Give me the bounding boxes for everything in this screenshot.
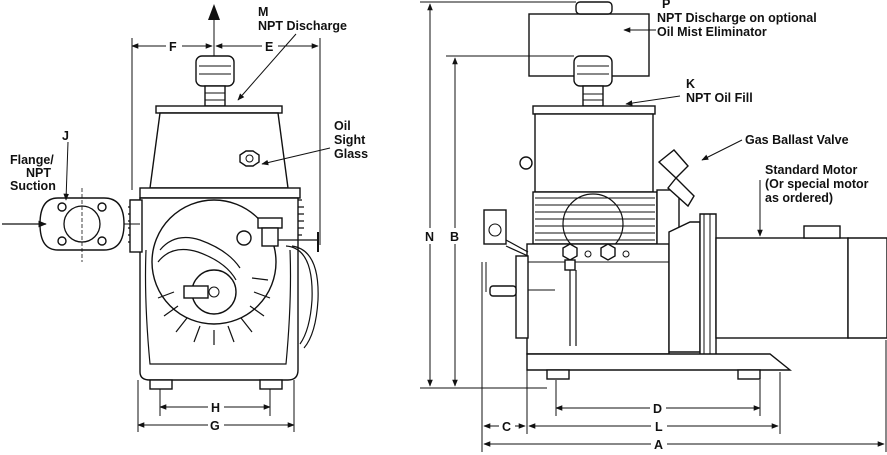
dim-n: N: [425, 230, 434, 244]
oil-reservoir-housing: [149, 112, 289, 189]
reservoir-top-plate: [532, 105, 656, 115]
oil-reservoir: [534, 113, 654, 193]
flange-bolt-hole: [57, 202, 67, 212]
callout-p-line2: Oil Mist Eliminator: [657, 25, 767, 39]
flange-bolt-hole: [97, 236, 107, 246]
flange-bolt-hole: [97, 202, 107, 212]
oil-fill-fitting: [582, 85, 604, 107]
dim-e: E: [265, 40, 273, 54]
base-frame: [526, 353, 792, 371]
base-foot-right: [737, 369, 761, 380]
dim-d: D: [653, 402, 662, 416]
callout-m-text: NPT Discharge: [258, 19, 347, 33]
dim-g: G: [210, 419, 220, 433]
motor-flange: [699, 213, 717, 359]
upper-band: [139, 187, 301, 199]
callout-oil-line3: Glass: [334, 147, 368, 161]
callout-flange-line1: Flange/: [10, 153, 54, 167]
dim-l: L: [655, 420, 663, 434]
callout-k-text: NPT Oil Fill: [686, 91, 753, 105]
motor-conduit-box: [803, 225, 841, 239]
callout-oil-line2: Sight: [334, 133, 366, 147]
drain-fitting-side: [564, 259, 576, 271]
suction-flange-side: [483, 209, 507, 245]
gas-ballast-stem: [667, 176, 695, 208]
callout-flange-line3: Suction: [10, 179, 56, 193]
front-view: [2, 4, 331, 433]
side-lower-housing: [526, 243, 670, 355]
callout-motor-line1: Standard Motor: [765, 163, 857, 177]
ballast-knob: [236, 230, 252, 246]
callout-j-letter: J: [62, 129, 69, 143]
suction-end-plate: [515, 255, 529, 339]
handle: [489, 285, 517, 297]
suction-neck: [129, 199, 143, 253]
finned-block: [532, 191, 658, 245]
side-fins: [535, 197, 655, 241]
foot-left: [149, 379, 173, 390]
drain-fitting: [183, 285, 209, 299]
fitting-hex-left: [562, 243, 578, 261]
callout-motor-line2: (Or special motor: [765, 177, 869, 191]
dim-a: A: [654, 438, 663, 452]
base-foot-left: [546, 369, 570, 380]
dim-h: H: [211, 401, 220, 415]
discharge-fitting: [204, 85, 226, 107]
callout-motor-line3: as ordered): [765, 191, 833, 205]
standard-motor: [715, 237, 849, 339]
dim-f: F: [169, 40, 177, 54]
motor-adapter: [668, 221, 701, 353]
motor-end-cap: [847, 237, 887, 339]
flange-bolt-hole: [57, 236, 67, 246]
fitting-hex-right: [600, 243, 616, 261]
ballast-fitting: [257, 217, 283, 229]
dim-b: B: [450, 230, 459, 244]
fan-blades: [157, 277, 271, 345]
callout-k-letter: K: [686, 77, 695, 91]
callout-oil-line1: Oil: [334, 119, 351, 133]
callout-flange-line2: NPT: [26, 166, 51, 180]
callout-p-line1: NPT Discharge on optional: [657, 11, 817, 25]
top-plate: [155, 105, 283, 114]
side-view: [420, 1, 887, 452]
oil-fill-cap: [573, 55, 613, 87]
dim-c: C: [502, 420, 511, 434]
ballast-body: [261, 227, 279, 247]
sight-glass-side: [519, 156, 533, 170]
callout-m-letter: M: [258, 5, 268, 19]
eliminator-cap: [575, 1, 613, 15]
foot-right: [259, 379, 283, 390]
gas-ballast-valve: [657, 149, 689, 179]
callout-p-letter: P: [662, 0, 670, 11]
discharge-cap: [195, 55, 235, 87]
oil-sight-glass: [239, 150, 260, 167]
callout-gas-ballast: Gas Ballast Valve: [745, 133, 849, 147]
